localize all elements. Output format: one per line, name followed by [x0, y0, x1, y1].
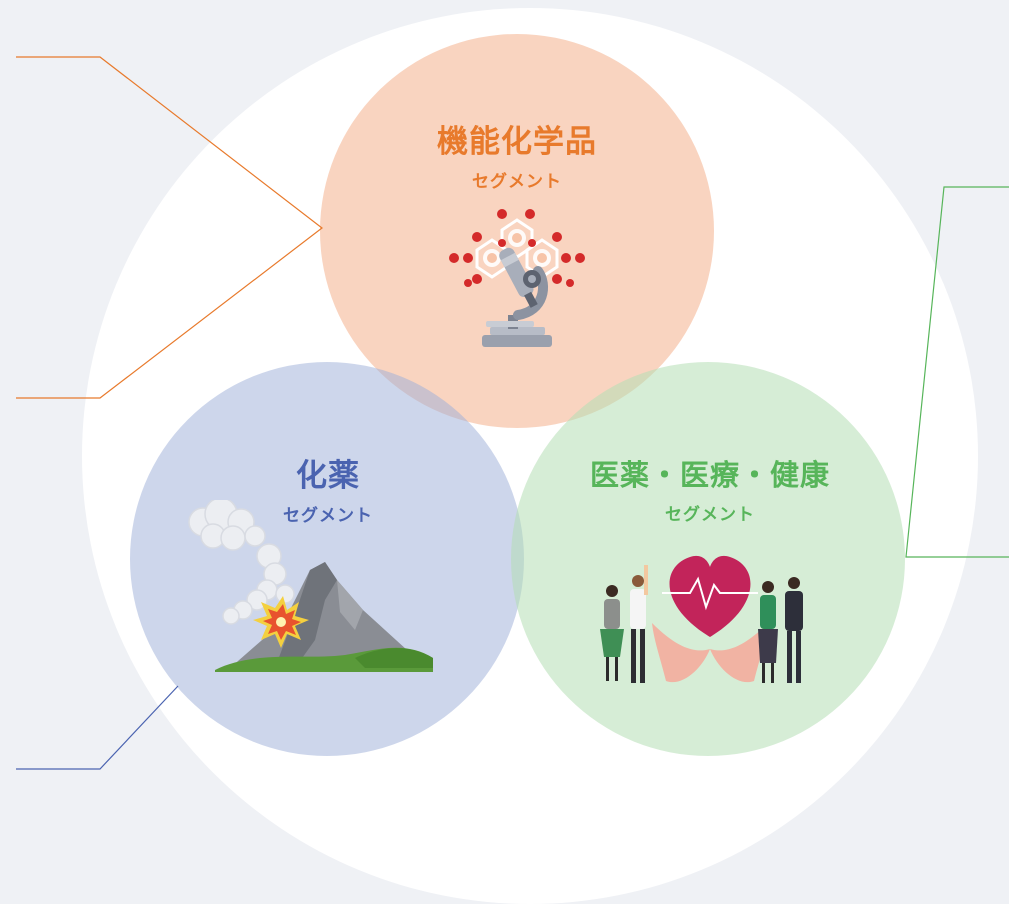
functional-chemicals-title: 機能化学品 [437, 124, 597, 160]
blue-callout-line [16, 685, 179, 770]
life-science-subtitle: セグメント [665, 505, 755, 525]
functional-chemicals-label: 機能化学品 セグメント [370, 116, 664, 192]
heart-hands-people-icon [600, 555, 803, 683]
green-callout-line [905, 186, 1009, 558]
life-science-circle [511, 362, 905, 756]
explosives-circle [130, 362, 524, 756]
volcano-explosion-icon [188, 500, 433, 672]
explosives-title: 化薬 [296, 458, 360, 494]
explosives-label: 化薬 セグメント [228, 450, 428, 526]
life-science-title: 医薬・医療・健康 [589, 458, 830, 492]
life-science-label: 医薬・医療・健康 セグメント [560, 452, 860, 525]
functional-chemicals-subtitle: セグメント [472, 172, 562, 192]
orange-callout-line [16, 56, 323, 399]
explosives-subtitle: セグメント [283, 506, 373, 526]
microscope-molecule-icon [449, 209, 585, 347]
